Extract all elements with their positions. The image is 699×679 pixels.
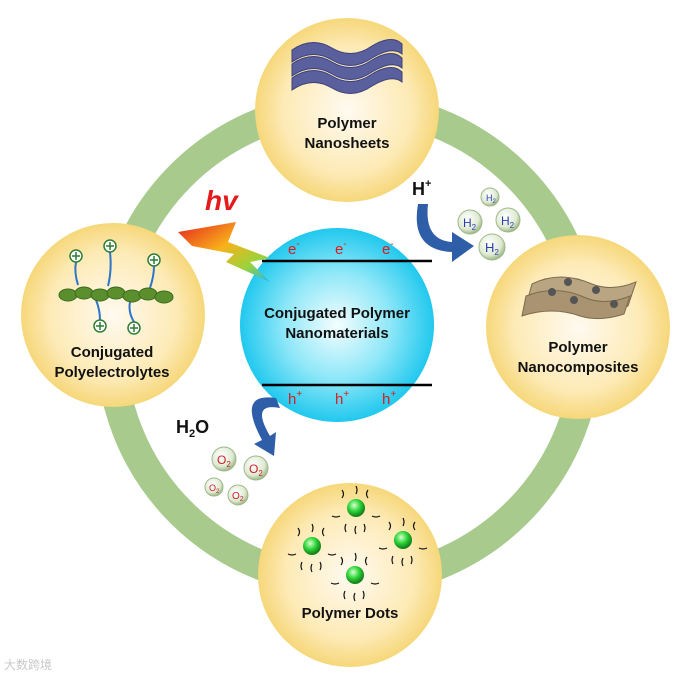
node-bottom-line1: Polymer Dots: [302, 605, 399, 622]
node-top-line2: Nanosheets: [304, 135, 389, 152]
polymer-dots-icon: [287, 485, 428, 602]
svg-text:O2: O2: [209, 483, 220, 495]
hydrogen-arrow-icon: [416, 204, 474, 262]
node-polymer-nanosheets: Polymer Nanosheets: [255, 18, 439, 202]
hole-labels: h+ h+ h+: [288, 389, 396, 408]
svg-text:H2: H2: [485, 240, 499, 257]
electron-3: e-: [382, 239, 394, 258]
o2-bubble-2: O2: [243, 455, 269, 481]
o2-bubble-4: O2: [227, 484, 249, 506]
electron-2: e-: [335, 239, 347, 258]
svg-text:H2: H2: [501, 214, 515, 230]
hv-label: hv: [205, 185, 239, 216]
h2-bubble-1: H2: [480, 187, 500, 207]
svg-text:O2: O2: [249, 462, 263, 478]
polymer-dot-3: [378, 517, 428, 567]
node-polymer-nanocomposites: Polymer Nanocomposites: [486, 235, 670, 419]
h2-bubble-4: H2: [478, 233, 506, 261]
svg-text:H2: H2: [463, 216, 477, 232]
hole-1: h+: [288, 389, 302, 408]
h2-bubble-2: H2: [457, 209, 483, 235]
center-title-line2: Nanomaterials: [285, 325, 388, 342]
o2-bubble-3: O2: [204, 477, 224, 497]
hydrogen-bubbles: H2 H2 H2 H2: [457, 187, 521, 261]
nanosheet-stack-icon: [291, 39, 403, 94]
node-right-line1: Polymer: [548, 339, 607, 356]
polymer-dot-2: [287, 523, 337, 573]
proton-label: H+: [412, 178, 431, 199]
node-conjugated-polyelectrolytes: Conjugated Polyelectrolytes: [21, 223, 205, 407]
oxygen-arrow-icon: [251, 397, 280, 456]
lightning-bolt-icon: [178, 222, 270, 282]
water-label: H2O: [176, 417, 209, 440]
hole-3: h+: [382, 389, 396, 408]
oxygen-bubbles: O2 O2 O2 O2: [204, 446, 269, 506]
nanocomposite-sheet-icon: [521, 276, 637, 320]
electron-1: e-: [288, 239, 300, 258]
center-title-line1: Conjugated Polymer: [264, 305, 410, 322]
polyelectrolyte-chain-icon: [58, 239, 174, 335]
center-sphere: Conjugated Polymer Nanomaterials e- e- e…: [240, 228, 434, 422]
polymer-dot-1: [331, 485, 381, 535]
svg-text:H2: H2: [486, 193, 497, 205]
o2-bubble-1: O2: [211, 446, 237, 472]
svg-text:O2: O2: [217, 453, 231, 469]
node-left-line1: Conjugated: [71, 344, 154, 361]
svg-text:O2: O2: [232, 491, 244, 503]
electron-labels: e- e- e-: [288, 239, 394, 258]
watermark: 大数跨境: [4, 658, 53, 672]
h2-bubble-3: H2: [495, 207, 521, 233]
node-top-line1: Polymer: [317, 115, 376, 132]
node-left-line2: Polyelectrolytes: [54, 364, 169, 381]
polymer-dot-4: [330, 552, 380, 602]
node-right-line2: Nanocomposites: [518, 359, 639, 376]
node-polymer-dots: Polymer Dots: [258, 483, 442, 667]
hole-2: h+: [335, 389, 349, 408]
